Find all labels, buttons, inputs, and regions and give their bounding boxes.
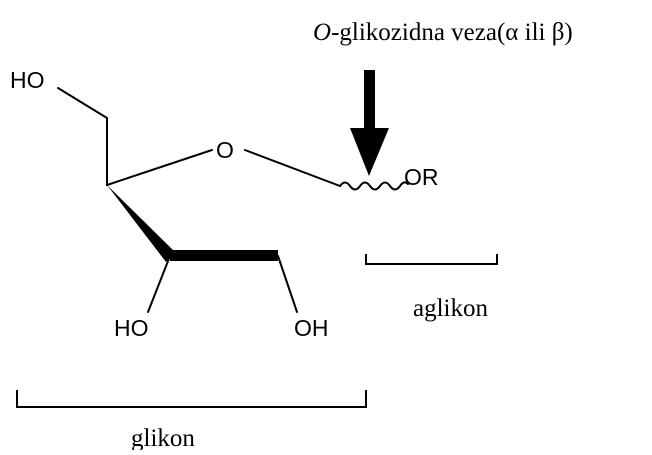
wavy-anomeric-bond: [339, 181, 409, 191]
bond-c2-oh: [277, 255, 298, 313]
glycosidic-bond-text: -glikozidna veza(α ili β): [331, 19, 573, 46]
bond-o-c1: [244, 149, 341, 187]
glycone-bracket: [16, 390, 367, 408]
atom-oh-c2: OH: [294, 315, 329, 341]
bond-ho-ch2: [57, 87, 108, 119]
bold-bond-c3-c2: [170, 250, 278, 261]
atom-or-aglycone: OR: [404, 164, 439, 190]
wedge-c1-c2: [274, 186, 340, 260]
bond-c3-oh: [147, 255, 171, 313]
atom-ho-ch2oh: HO: [10, 67, 45, 93]
wedge-bonds: [107, 185, 340, 262]
aglycone-label: aglikon: [413, 295, 488, 322]
aglycone-bracket: [365, 254, 498, 265]
arrow-shaft: [364, 70, 375, 132]
atom-ho-c3: HO: [114, 315, 149, 341]
glycone-label: glikon: [131, 425, 195, 450]
bond-c4-o: [106, 149, 213, 186]
glycosidic-bond-prefix: O: [313, 19, 331, 46]
atom-ring-oxygen: O: [216, 137, 234, 163]
wedge-c4-c3: [107, 185, 175, 262]
arrow-head: [350, 128, 389, 176]
glycosidic-bond-label: O-glikozidna veza(α ili β): [313, 19, 573, 46]
ring-bonds: [57, 87, 341, 313]
glycosidic-bond-arrow: [350, 70, 389, 176]
